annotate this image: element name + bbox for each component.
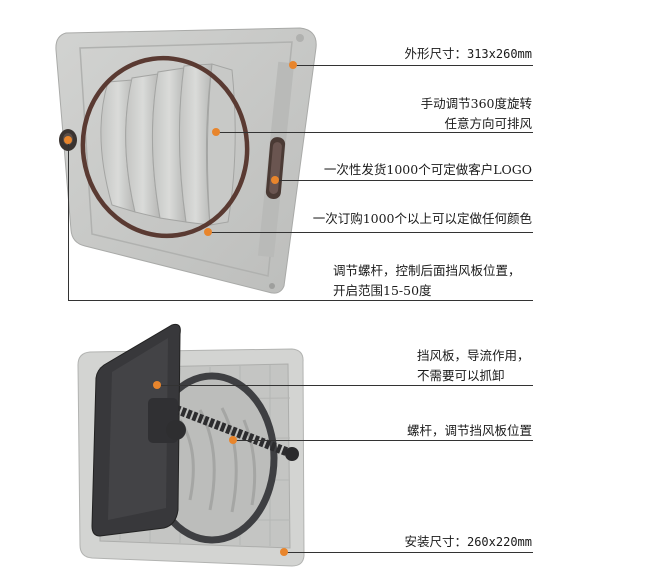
- color-text: 一次订购1000个以上可以定做任何颜色: [312, 211, 532, 226]
- marker-flap: [153, 381, 161, 389]
- leader-line-rod: [233, 440, 533, 441]
- leader-line-color: [208, 232, 533, 233]
- annotation-color: 一次订购1000个以上可以定做任何颜色: [313, 209, 532, 229]
- marker-color: [204, 228, 212, 236]
- leader-line-screw-vertical: [68, 140, 69, 300]
- annotation-rod: 螺杆，调节挡风板位置: [407, 421, 532, 441]
- marker-rotation: [212, 128, 220, 136]
- rotation-line-1: 手动调节360度旋转: [420, 96, 532, 111]
- leader-line-logo: [275, 180, 533, 181]
- logo-text: 一次性发货1000个可定做客户LOGO: [323, 162, 532, 177]
- annotation-logo: 一次性发货1000个可定做客户LOGO: [324, 160, 532, 180]
- screw-line-2: 开启范围15-50度: [333, 283, 432, 298]
- rotation-line-2: 任意方向可排风: [444, 116, 532, 131]
- flap-line-1: 挡风板，导流作用，: [417, 348, 530, 363]
- annotation-rotation: 手动调节360度旋转 任意方向可排风: [421, 94, 532, 134]
- vent-front-photo: [55, 27, 317, 294]
- marker-screw-knob: [64, 136, 72, 144]
- outer-size-label: 外形尺寸：: [404, 46, 467, 61]
- annotation-screw: 调节螺杆，控制后面挡风板位置， 开启范围15-50度: [333, 261, 521, 301]
- annotation-flap: 挡风板，导流作用， 不需要可以抓卸: [417, 346, 530, 386]
- marker-logo: [271, 176, 279, 184]
- leader-line-rotation: [216, 132, 533, 133]
- install-size-label: 安装尺寸：: [404, 534, 467, 549]
- install-size-value: 260x220mm: [466, 535, 532, 549]
- leader-line-size: [293, 65, 533, 66]
- marker-install: [280, 548, 288, 556]
- leader-line-screw: [68, 300, 533, 301]
- rotation-ring: [80, 55, 250, 239]
- rod-text: 螺杆，调节挡风板位置: [406, 423, 532, 438]
- screw-line-1: 调节螺杆，控制后面挡风板位置，: [333, 263, 521, 278]
- adjusting-screw: [148, 398, 299, 461]
- annotation-outer-size: 外形尺寸：313x260mm: [404, 44, 532, 64]
- leader-line-flap: [157, 385, 533, 386]
- annotation-install-size: 安装尺寸：260x220mm: [404, 532, 532, 552]
- outer-size-value: 313x260mm: [466, 47, 532, 61]
- louver-slats: [100, 63, 236, 226]
- flap-line-2: 不需要可以抓卸: [417, 368, 505, 383]
- deflector-flap: [91, 323, 181, 537]
- marker-rod: [229, 436, 237, 444]
- marker-size: [289, 61, 297, 69]
- leader-line-install: [284, 552, 533, 553]
